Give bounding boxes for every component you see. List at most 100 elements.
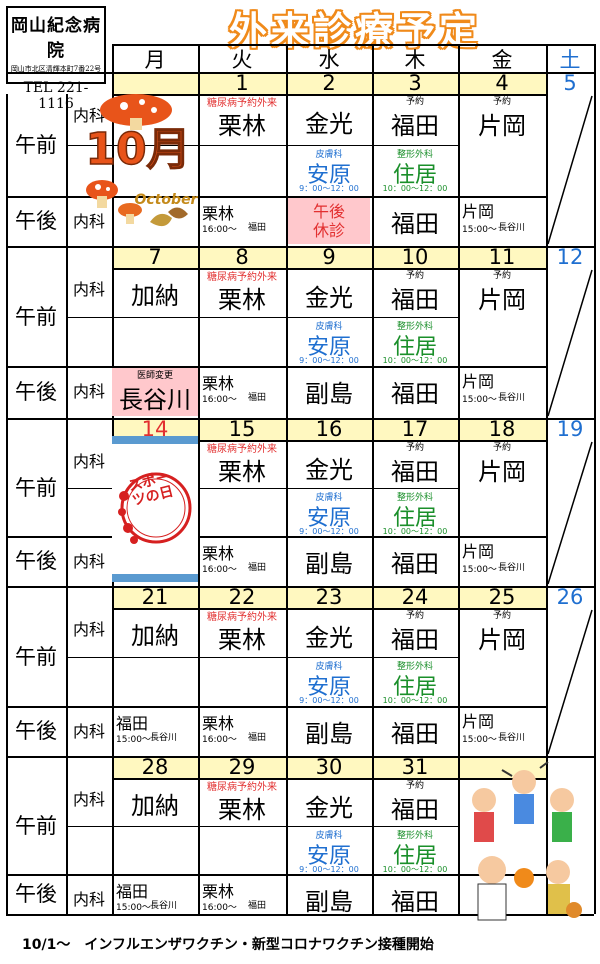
date-number: 19 [556, 417, 584, 441]
grid-line [6, 246, 594, 248]
weekday-header-5: 土 [559, 48, 581, 72]
afternoon-label: 午後 [15, 882, 57, 906]
orthopedics-doctor: 住居 [392, 844, 437, 869]
grid-line [112, 268, 546, 270]
weekday-header-1: 火 [231, 48, 253, 72]
dermatology-label: 皮膚科 [315, 831, 343, 841]
monday-afternoon-doctor: 福田 [116, 882, 149, 901]
date-number: 25 [488, 585, 516, 609]
thursday-afternoon-doctor: 福田 [391, 720, 439, 748]
date-number: 30 [315, 755, 343, 779]
grid-line [546, 44, 548, 914]
afternoon-sub-doctor: 長谷川 [150, 733, 178, 743]
grid-line [6, 586, 594, 588]
date-number: 28 [141, 755, 169, 779]
dermatology-doctor: 安原 [306, 506, 351, 531]
naika-label: 内科 [72, 106, 105, 125]
thursday-afternoon-doctor: 福田 [391, 210, 439, 238]
afternoon-time: 16:00～ [202, 735, 237, 745]
date-number: 2 [322, 71, 336, 95]
afternoon-time: 16:00～ [202, 565, 237, 575]
tuesday-afternoon-doctor: 栗林 [202, 374, 235, 393]
afternoon-label: 午後 [15, 719, 57, 743]
tuesday-morning-doctor: 栗林 [218, 112, 266, 140]
october-month-text: 10月 [85, 124, 190, 175]
afternoon-time: 15:00～ [462, 735, 497, 745]
friday-afternoon-doctor: 片岡 [462, 202, 495, 221]
dermatology-label: 皮膚科 [315, 493, 343, 503]
grid-line [66, 94, 68, 914]
grid-line [6, 94, 8, 914]
saturday-closed-diagonal [547, 95, 593, 245]
date-number: 7 [148, 245, 162, 269]
grid-line [6, 366, 546, 368]
dermatology-doctor: 安原 [306, 844, 351, 869]
dermatology-time: 9：00～12：00 [299, 696, 359, 705]
date-bar [112, 418, 546, 440]
date-number: 3 [408, 71, 422, 95]
date-bar [112, 246, 546, 268]
afternoon-time: 16:00～ [202, 903, 237, 913]
date-number: 23 [315, 585, 343, 609]
orthopedics-label: 整形外科 [396, 150, 433, 160]
reservation-note: 予約 [492, 97, 511, 107]
orthopedics-label: 整形外科 [396, 662, 433, 672]
naika-label: 内科 [72, 552, 105, 571]
grid-line [6, 874, 546, 876]
monday-afternoon-doctor: 福田 [116, 714, 149, 733]
grid-line [66, 826, 458, 827]
wednesday-afternoon-doctor: 副島 [305, 720, 353, 748]
date-number: 31 [401, 755, 429, 779]
wednesday-morning-doctor: 金光 [305, 794, 353, 822]
afternoon-time: 15:00～ [462, 395, 497, 405]
date-number: 16 [315, 417, 343, 441]
date-number: 21 [141, 585, 169, 609]
morning-label: 午前 [15, 305, 57, 329]
date-number: 4 [495, 71, 509, 95]
reservation-note: 予約 [405, 97, 424, 107]
date-number: 11 [488, 245, 516, 269]
grid-line [112, 44, 594, 46]
friday-morning-doctor: 片岡 [478, 112, 526, 140]
orthopedics-doctor: 住居 [392, 675, 437, 700]
diabetes-clinic-note: 糖尿病予約外来 [207, 444, 277, 455]
hospital-tel: TEL 221-1116 [23, 80, 89, 112]
orthopedics-doctor: 住居 [392, 506, 437, 531]
weekday-header-2: 水 [318, 48, 340, 72]
dermatology-time: 9：00～12：00 [299, 865, 359, 874]
hospital-address: 岡山市北区清輝本町7番22号 [10, 65, 102, 73]
grid-line [6, 72, 594, 74]
orthopedics-time: 10：00～12：00 [382, 356, 448, 365]
grid-line [594, 44, 596, 914]
thursday-morning-doctor: 福田 [391, 796, 439, 824]
afternoon-sub-doctor: 福田 [248, 563, 267, 573]
date-number: 1 [235, 71, 249, 95]
thursday-morning-doctor: 福田 [391, 286, 439, 314]
grid-line [6, 706, 546, 708]
thursday-afternoon-doctor: 福田 [391, 888, 439, 916]
afternoon-label: 午後 [15, 549, 57, 573]
orthopedics-time: 10：00～12：00 [382, 184, 448, 193]
monday-morning-doctor: 加納 [131, 792, 179, 820]
dermatology-time: 9：00～12：00 [299, 356, 359, 365]
date-bar [112, 586, 546, 608]
thursday-morning-doctor: 福田 [391, 626, 439, 654]
friday-morning-doctor: 片岡 [478, 458, 526, 486]
tuesday-afternoon-doctor: 栗林 [202, 544, 235, 563]
dermatology-label: 皮膚科 [315, 150, 343, 160]
grid-line [6, 536, 546, 538]
grid-line [112, 778, 546, 780]
afternoon-sub-doctor: 福田 [248, 733, 267, 743]
naika-label: 内科 [72, 620, 105, 639]
date-number: 5 [563, 71, 577, 95]
afternoon-closed-cell [288, 198, 370, 244]
afternoon-label: 午後 [15, 380, 57, 404]
grid-line [112, 608, 546, 610]
thursday-afternoon-doctor: 福田 [391, 380, 439, 408]
dermatology-label: 皮膚科 [315, 662, 343, 672]
orthopedics-doctor: 住居 [392, 163, 437, 188]
dermatology-label: 皮膚科 [315, 322, 343, 332]
wednesday-afternoon-doctor: 副島 [305, 550, 353, 578]
reservation-note: 予約 [405, 271, 424, 281]
